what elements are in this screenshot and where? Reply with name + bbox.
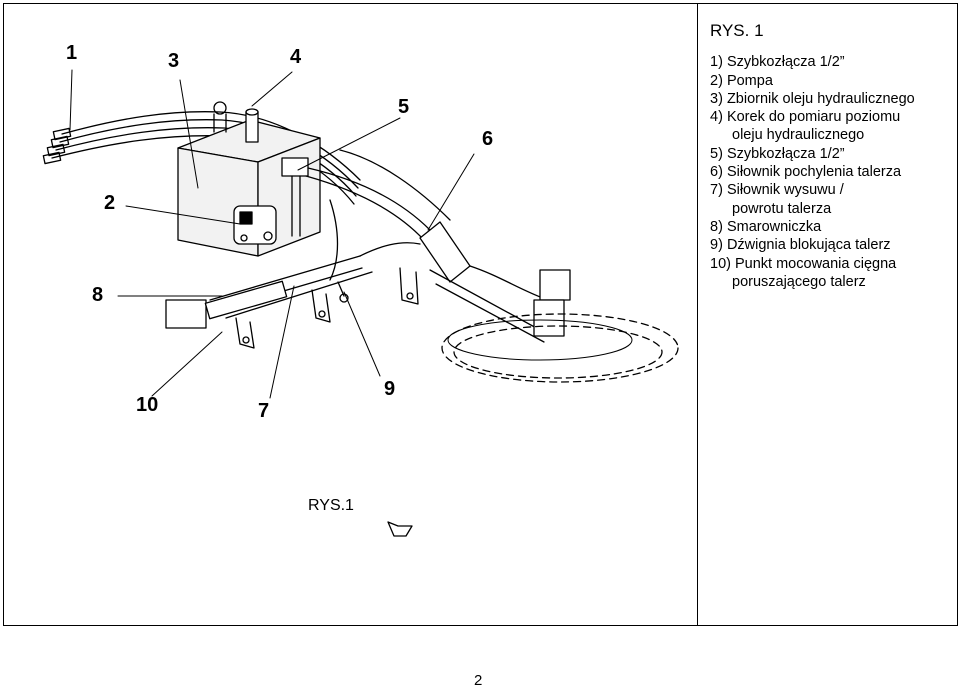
callout-9: 9 — [384, 378, 396, 400]
saucer-outline — [441, 313, 679, 383]
tilt-cylinder-6 — [419, 221, 571, 343]
legend-item: 9) Dźwignia blokująca talerz — [710, 237, 891, 254]
lock-lever-9 — [337, 281, 349, 303]
callout-10: 10 — [136, 394, 159, 416]
legend-item: 5) Szybkozłącza 1/2” — [710, 145, 845, 162]
legend-item: 3) Zbiornik oleju hydraulicznego — [710, 90, 915, 107]
quick-couplers-1 — [42, 111, 361, 205]
leader-lines — [69, 69, 475, 399]
callout-3: 3 — [168, 50, 180, 72]
figure-caption: RYS.1 — [308, 497, 354, 514]
callout-1: 1 — [66, 42, 78, 64]
mounting-brackets — [235, 267, 419, 349]
callout-4: 4 — [290, 46, 302, 68]
legend-item: 6) Siłownik pochylenia talerza — [710, 164, 902, 181]
hydraulic-unit-drawing — [42, 69, 679, 537]
legend-title: RYS. 1 — [710, 21, 764, 40]
callout-8: 8 — [92, 284, 104, 306]
page-number: 2 — [474, 672, 483, 689]
legend-item: 2) Pompa — [710, 72, 773, 89]
legend-items: 1) Szybkozłącza 1/2” 2) Pompa 3) Zbiorni… — [710, 53, 950, 291]
callout-7: 7 — [258, 400, 270, 422]
figure-frame — [3, 3, 958, 626]
cylinder-7 — [165, 242, 421, 329]
legend: RYS. 1 1) Szybkozłącza 1/2” 2) Pompa 3) … — [710, 21, 950, 291]
legend-item: 1) Szybkozłącza 1/2” — [710, 54, 845, 71]
legend-item-continuation: powrotu talerza — [732, 200, 832, 217]
legend-item-continuation: oleju hydraulicznego — [732, 127, 865, 144]
level-cap-4 — [245, 108, 259, 143]
legend-item: 8) Smarowniczka — [710, 218, 822, 235]
legend-item: 10) Punkt mocowania cięgna — [710, 255, 897, 272]
legend-item-continuation: poruszającego talerz — [732, 273, 866, 290]
quick-couplers-5 — [281, 157, 309, 237]
callout-2: 2 — [104, 192, 116, 214]
legend-item: 7) Siłownik wysuwu / — [710, 182, 844, 199]
caption-icon — [387, 521, 413, 537]
callout-6: 6 — [482, 128, 494, 150]
figure-divider — [697, 3, 698, 626]
pump-2 — [233, 205, 277, 245]
callout-5: 5 — [398, 96, 410, 118]
legend-item: 4) Korek do pomiaru poziomu — [710, 109, 901, 126]
